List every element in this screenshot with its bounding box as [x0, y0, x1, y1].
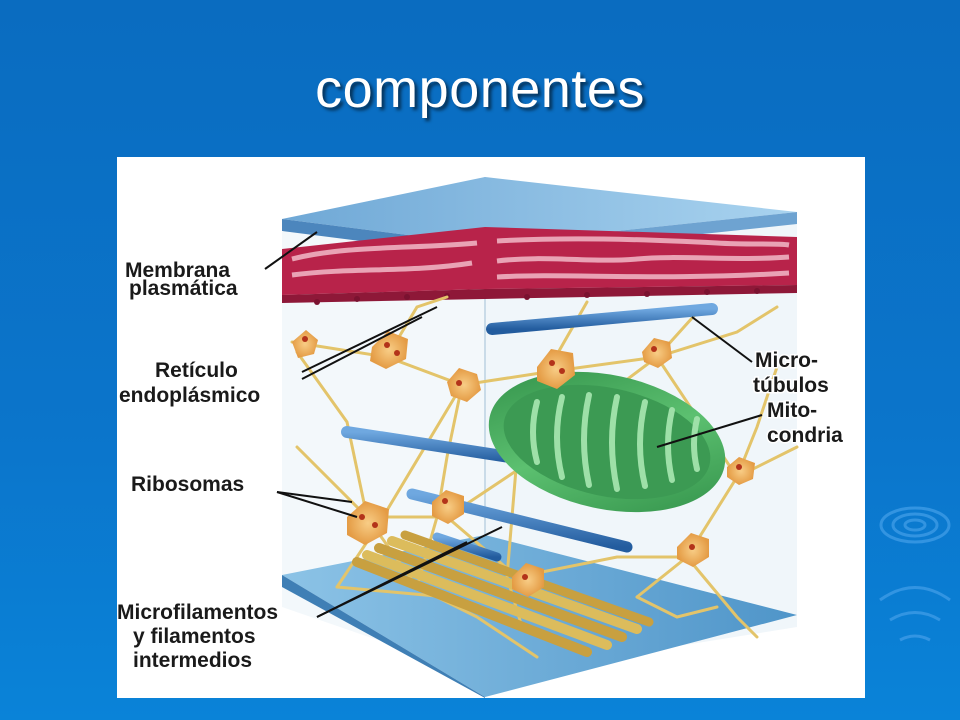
- label-mitocondria-1: Mito-: [767, 399, 817, 422]
- ribosome-nodes: [292, 330, 755, 597]
- label-ribosomas: Ribosomas: [131, 473, 244, 496]
- label-membrana-1: Membrana: [125, 259, 230, 282]
- cytoskeleton-diagram: Membrana plasmática Retículo endoplásmic…: [117, 177, 845, 698]
- label-mitocondria-2: condria: [767, 424, 843, 447]
- label-microtubulos-2: túbulos: [753, 374, 829, 397]
- label-reticulo-1: Retículo: [155, 359, 238, 382]
- label-membrana-2: plasmática: [129, 277, 238, 300]
- slide-title: componentes: [315, 59, 645, 119]
- label-reticulo-2: endoplásmico: [119, 384, 260, 407]
- cytoskeleton-figure: Membrana plasmática Retículo endoplásmic…: [117, 157, 865, 698]
- label-microfilamentos-2: y filamentos: [133, 625, 256, 648]
- label-microtubulos-1: Micro-: [755, 349, 818, 372]
- label-microfilamentos-3: intermedios: [133, 649, 252, 672]
- label-pointers: [264, 231, 763, 618]
- endoplasmic-reticulum: [282, 227, 797, 305]
- mitochondria: [488, 371, 726, 513]
- label-microfilamentos-1: Microfilamentos: [117, 601, 278, 624]
- decorative-swirl-icon: [879, 506, 951, 642]
